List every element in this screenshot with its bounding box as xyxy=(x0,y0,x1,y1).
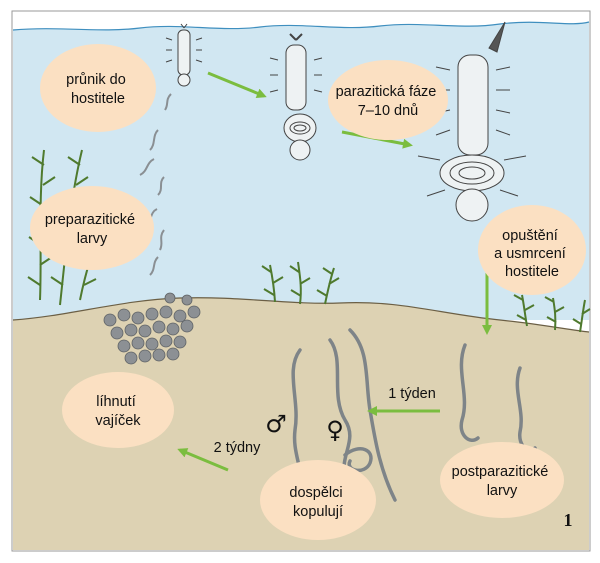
label-adults-line2: kopulují xyxy=(293,504,343,520)
label-adults-line1: dospělci xyxy=(289,485,342,501)
label-postparasitic-line2: larvy xyxy=(487,483,518,499)
label-entry-line2: hostitele xyxy=(71,91,125,107)
bubble-postparasitic: postparazitické larvy xyxy=(440,442,564,518)
cycle-arrows xyxy=(177,71,492,472)
svg-text:preparazitické larvy: preparazitické larvy xyxy=(45,212,139,247)
label-postparasitic-line1: postparazitické xyxy=(452,464,549,480)
mosquito-larva-large xyxy=(417,21,527,222)
egg-cluster xyxy=(103,292,201,365)
annotation-two-weeks: 2 týdny xyxy=(214,440,261,456)
svg-text:postparazitické larvy: postparazitické larvy xyxy=(452,464,553,499)
label-parasitic-line1: parazitická fáze xyxy=(336,84,437,100)
label-preparasitic-line2: larvy xyxy=(77,231,108,247)
bubble-hatching: líhnutí vajíček xyxy=(62,372,174,448)
svg-text:průnik do hostitele: průnik do hostitele xyxy=(66,72,130,107)
arrow-entry-to-parasitic xyxy=(207,71,267,98)
mosquito-larva-small xyxy=(165,23,203,87)
arrow-two-weeks xyxy=(177,448,229,472)
annotation-one-week: 1 týden xyxy=(388,386,436,402)
label-parasitic-line2: 7–10 dnů xyxy=(358,103,418,119)
aquatic-plant-middle xyxy=(261,261,340,305)
label-exit-line1: opuštění xyxy=(502,228,558,244)
svg-text:parazitická fáze 7–10 dn: parazitická fáze 7–10 dnů xyxy=(336,84,441,119)
bubble-entry: průnik do hostitele xyxy=(40,44,156,132)
male-symbol: ♂ xyxy=(265,410,287,438)
water-surface-line xyxy=(12,21,590,31)
label-exit-line3: hostitele xyxy=(505,264,559,280)
svg-text:líhnutí vajíček: líhnutí vajíček xyxy=(95,394,141,429)
aquatic-plant-right xyxy=(513,294,591,333)
bubble-exit: opuštění a usmrcení hostitele xyxy=(478,205,586,295)
sediment-surface-line xyxy=(12,297,590,333)
bubble-parasitic: parazitická fáze 7–10 dnů xyxy=(328,60,448,140)
svg-text:dospělci kopulují: dospělci kopulují xyxy=(289,485,346,520)
female-symbol: ♀ xyxy=(326,416,344,444)
label-exit-line2: a usmrcení xyxy=(494,246,566,262)
label-hatching-line1: líhnutí xyxy=(96,394,136,410)
label-entry-line1: průnik do xyxy=(66,72,126,88)
label-hatching-line2: vajíček xyxy=(95,413,141,429)
bubble-adults: dospělci kopulují xyxy=(260,460,376,540)
figure-number: 1 xyxy=(564,510,573,530)
bubble-preparasitic: preparazitické larvy xyxy=(30,186,154,270)
svg-text:opuštění a usmrcení: opuštění a usmrcení hostitele xyxy=(494,228,570,280)
mosquito-larva-medium xyxy=(269,33,323,161)
label-preparasitic-line1: preparazitické xyxy=(45,212,135,228)
